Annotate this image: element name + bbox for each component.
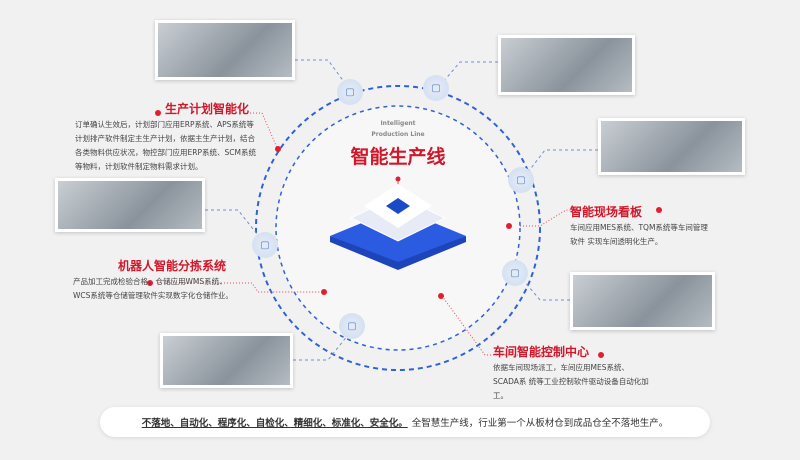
center-title: 智能生产线 [350, 146, 446, 168]
photo-control-center [570, 272, 715, 330]
footer-bold: 不落地、自动化、程序化、自检化、精细化、标准化、安全化。 [141, 418, 408, 429]
footer-text: 全智慧生产线，行业第一个从板材仓到成品仓全不落地生产。 [411, 418, 669, 429]
node-icon: ▢ [502, 260, 528, 286]
photo-workshop-board [598, 118, 745, 175]
node-icon: ▢ [252, 232, 278, 258]
footer-banner: 不落地、自动化、程序化、自检化、精细化、标准化、安全化。 全智慧生产线，行业第一… [100, 407, 710, 437]
section-desc-control: 依据车间现场派工，车间应用MES系统、SCADA系 统等工业控制软件驱动设备自动… [493, 363, 649, 400]
section-desc-board: 车间应用MES系统、TQM系统等车间管理软件 实现车间透明化生产。 [570, 223, 708, 246]
section-desc-plan: 订单确认生效后，计划部门应用ERP系统、APS系统等计划排产软件制定主生产计划，… [75, 120, 256, 171]
subtitle-line1: Intelligent [380, 120, 416, 127]
photo-robot-arm [155, 20, 295, 80]
section-title-board: 智能现场看板 [570, 205, 643, 219]
node-icon: ▢ [423, 75, 449, 101]
section-title-plan: 生产计划智能化 [165, 102, 250, 116]
photo-sorting [55, 178, 205, 232]
photo-warehouse [498, 35, 635, 95]
section-title-robot: 机器人智能分拣系统 [118, 259, 227, 273]
node-icon: ▢ [339, 313, 365, 339]
section-desc-robot: 产品加工完成检验合格，仓储应用WMS系统、WCS系统等仓储管理软件实现数字化仓储… [73, 277, 233, 300]
photo-production [160, 333, 293, 388]
node-icon: ▢ [337, 79, 363, 105]
node-icon: ▢ [508, 167, 534, 193]
subtitle-line2: Production Line [371, 131, 425, 138]
section-title-control: 车间智能控制中心 [493, 345, 590, 359]
